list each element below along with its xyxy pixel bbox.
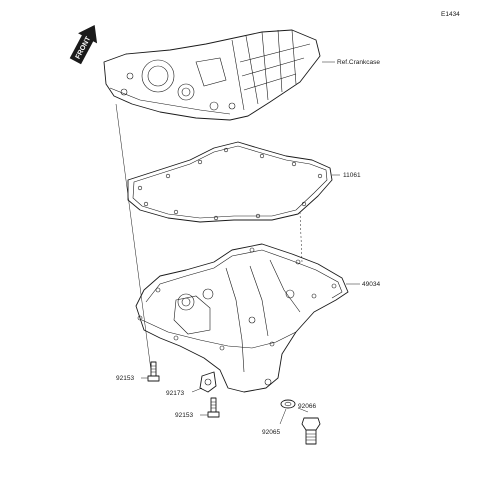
label-gasket: 11061 <box>343 172 361 179</box>
bolt-left-part <box>147 361 160 382</box>
alignment-line-right <box>299 211 303 263</box>
clamp-part <box>199 371 217 393</box>
label-washer-plug: 92066 <box>298 403 316 410</box>
label-bolt-left: 92153 <box>116 375 134 382</box>
leader-washer <box>279 408 287 425</box>
oil-pan-part <box>135 243 349 393</box>
leader-washer-plug <box>297 407 309 413</box>
leader-clamp <box>191 387 203 393</box>
alignment-line <box>115 103 153 379</box>
washer-part <box>280 399 296 409</box>
bolt-lower-part <box>207 397 220 418</box>
crankcase-part <box>103 29 321 121</box>
gasket-part <box>127 141 333 223</box>
drain-plug-part <box>301 417 321 445</box>
label-clamp: 92173 <box>166 390 184 397</box>
front-arrow-icon: FRONT <box>69 24 98 65</box>
label-crankcase: Ref.Crankcase <box>337 59 380 66</box>
label-oil-pan: 49034 <box>362 281 380 288</box>
label-washer: 92065 <box>262 429 280 436</box>
label-bolt-lower: 92153 <box>175 412 193 419</box>
diagram-code: E1434 <box>441 11 460 18</box>
